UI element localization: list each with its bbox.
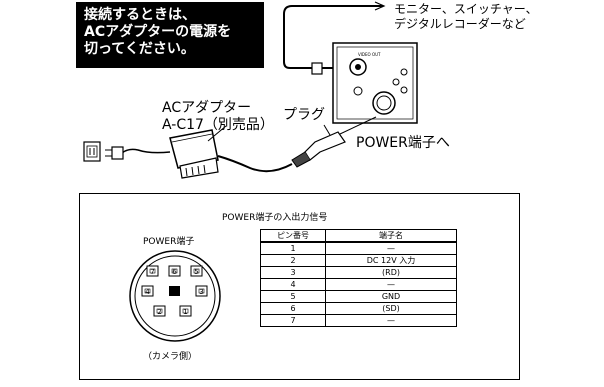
pin-number-cell: 1 xyxy=(260,241,326,255)
table-row: 1 — xyxy=(260,241,457,255)
table-row: 3 (RD) xyxy=(260,266,457,279)
pin-number-cell: 5 xyxy=(260,290,326,303)
pin-number-cell: 4 xyxy=(260,278,326,291)
power-connector-diagram: 7 6 5 4 3 2 1 xyxy=(129,250,221,342)
table-row: 2 DC 12V 入力 xyxy=(260,254,457,267)
pin-number-cell: 2 xyxy=(260,254,326,267)
ac-plug xyxy=(111,146,124,160)
table-row: 5 GND xyxy=(260,290,457,303)
svg-text:VIDEO OUT: VIDEO OUT xyxy=(358,52,381,57)
table-row: 6 (SD) xyxy=(260,302,457,315)
table-row: 7 — xyxy=(260,314,457,327)
monitor-label-line: モニター、スイッチャー、 xyxy=(394,2,538,16)
plug-label: プラグ xyxy=(283,107,325,123)
pin-3-label: 3 xyxy=(199,288,203,296)
warning-line: 切ってください。 xyxy=(84,41,195,57)
table-header-row: ピン番号 端子名 xyxy=(260,229,457,243)
pin-table-title: POWER端子の入出力信号 xyxy=(222,213,328,223)
camera-rear: VIDEO OUT xyxy=(332,42,418,124)
ac-adapter xyxy=(169,125,227,179)
adapter-label: ACアダプター A-C17（別売品） xyxy=(162,100,274,134)
terminal-name-cell: DC 12V 入力 xyxy=(325,254,457,267)
terminal-name-cell: — xyxy=(325,278,457,291)
terminal-name-cell: (SD) xyxy=(325,302,457,315)
connection-diagram: VIDEO OUT xyxy=(83,1,418,179)
pin-number-cell: 6 xyxy=(260,302,326,315)
power-cable xyxy=(217,155,293,173)
pin-7-label: 7 xyxy=(150,268,154,276)
connector-caption: （カメラ側） xyxy=(143,352,198,362)
terminal-name-header: 端子名 xyxy=(325,229,457,243)
monitor-label-line: デジタルレコーダーなど xyxy=(394,17,526,31)
warning-line: ACアダプターの電源を xyxy=(84,24,232,40)
wall-outlet-icon xyxy=(83,141,101,162)
pin-6-label: 6 xyxy=(172,268,177,276)
pin-4-label: 4 xyxy=(145,288,150,296)
power-terminal-label: POWER端子へ xyxy=(356,135,450,151)
video-cable xyxy=(283,5,383,69)
adapter-label-line: A-C17（別売品） xyxy=(162,117,274,133)
terminal-name-cell: — xyxy=(325,241,457,255)
pin-number-cell: 3 xyxy=(260,266,326,279)
pin-number-header: ピン番号 xyxy=(260,229,326,243)
pin-1-label: 1 xyxy=(183,308,187,316)
pin-2-label: 2 xyxy=(157,308,161,316)
connector-title: POWER端子 xyxy=(143,237,195,247)
ac-cord xyxy=(121,148,171,154)
pin-5-label: 5 xyxy=(194,268,198,276)
pin-assignment-panel xyxy=(79,193,520,380)
terminal-name-cell: (RD) xyxy=(325,266,457,279)
monitor-label: モニター、スイッチャー、 デジタルレコーダーなど xyxy=(394,2,538,32)
warning-box: 接続するときは、 ACアダプターの電源を 切ってください。 xyxy=(76,2,264,68)
adapter-label-line: ACアダプター xyxy=(162,100,252,116)
pin-number-cell: 7 xyxy=(260,314,326,327)
terminal-name-cell: — xyxy=(325,314,457,327)
table-row: 4 — xyxy=(260,278,457,291)
pin-signal-table: ピン番号 端子名 1 — 2 DC 12V 入力 3 (RD) 4 — 5 GN… xyxy=(260,229,457,327)
terminal-name-cell: GND xyxy=(325,290,457,303)
power-plug xyxy=(291,116,377,168)
warning-line: 接続するときは、 xyxy=(84,7,196,23)
